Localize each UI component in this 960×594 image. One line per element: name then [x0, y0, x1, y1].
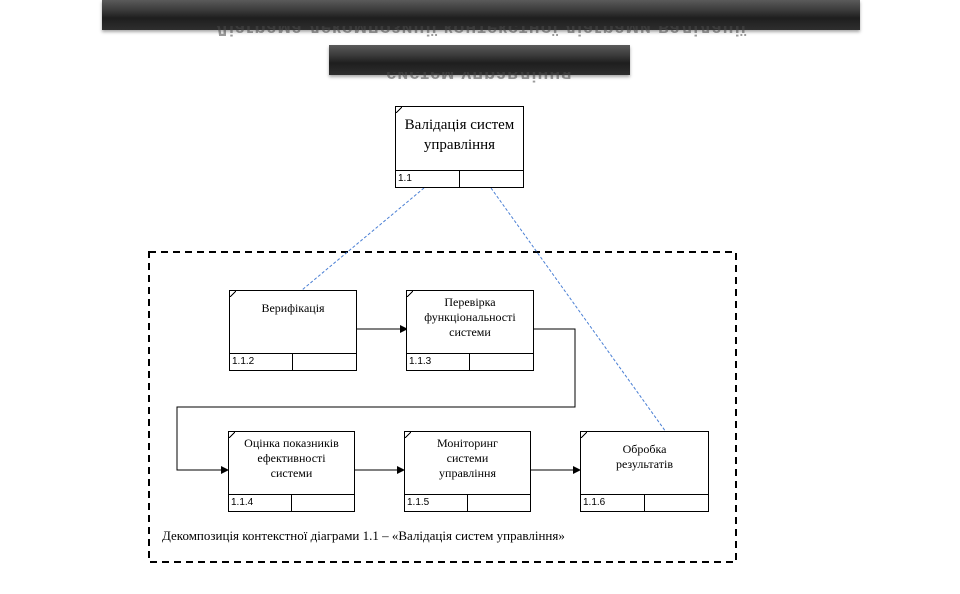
activity-title: Верифікація: [261, 301, 325, 315]
title-banner-bottom: [329, 45, 630, 75]
activity-footer: 1.1.4: [229, 494, 354, 511]
activity-title: Оцінка показників ефективності системи: [244, 436, 339, 480]
parent-activity-id: 1.1: [396, 171, 460, 187]
activity-box-functionality-check: Перевірка функціональності системи 1.1.3: [406, 290, 534, 371]
activity-box-verification: Верифікація 1.1.2: [229, 290, 357, 371]
activity-title: Моніторинг системи управління: [437, 436, 498, 480]
activity-id: 1.1.6: [581, 495, 645, 511]
activity-footer: 1.1.6: [581, 494, 708, 511]
activity-title: Обробка результатів: [615, 442, 674, 471]
activity-id: 1.1.5: [405, 495, 468, 511]
decomposition-link-right: [490, 187, 667, 433]
parent-activity-title: Валідація систем управління: [404, 117, 515, 153]
activity-footer: 1.1.3: [407, 353, 533, 370]
parent-activity-footer: 1.1: [396, 170, 523, 187]
parent-activity-box: Валідація систем управління 1.1: [395, 106, 524, 188]
activity-box-results-processing: Обробка результатів 1.1.6: [580, 431, 709, 512]
activity-title: Перевірка функціональності системи: [424, 295, 516, 339]
decomposition-frame: [148, 251, 737, 563]
decomposition-link-left: [301, 187, 425, 291]
activity-footer: 1.1.2: [230, 353, 356, 370]
activity-id: 1.1.3: [407, 354, 470, 370]
arrow-check-to-evaluation: [176, 328, 576, 474]
activity-id: 1.1.2: [230, 354, 293, 370]
activity-id: 1.1.4: [229, 495, 292, 511]
activity-footer: 1.1.5: [405, 494, 530, 511]
title-banner-top: [102, 0, 860, 30]
activity-box-efficiency-evaluation: Оцінка показників ефективності системи 1…: [228, 431, 355, 512]
diagram-caption: Декомпозиція контекстної діаграми 1.1 – …: [162, 528, 565, 543]
activity-box-monitoring: Моніторинг системи управління 1.1.5: [404, 431, 531, 512]
